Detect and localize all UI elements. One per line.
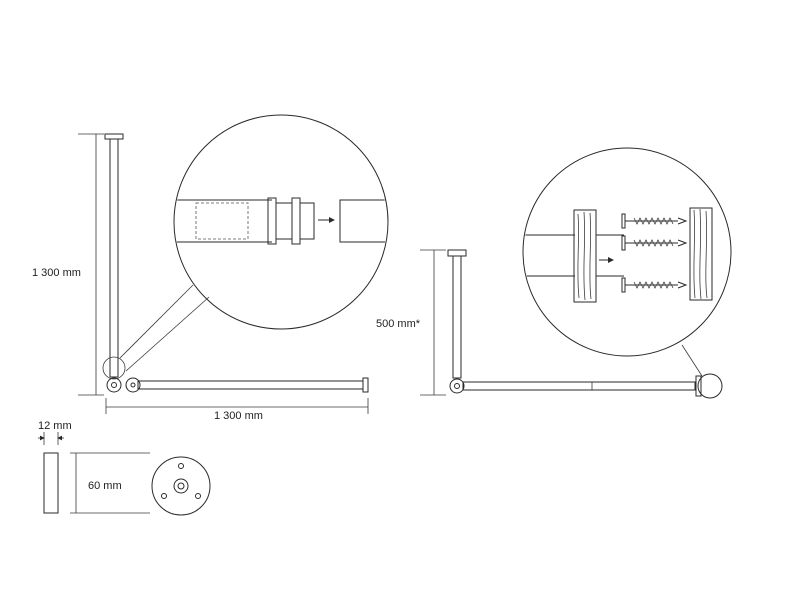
dashed-insert — [195, 202, 249, 240]
dimension-side — [420, 249, 446, 396]
corner-flange — [106, 377, 122, 393]
horizontal-rod — [137, 380, 364, 390]
side-corner-flange — [449, 378, 465, 394]
flange-block — [573, 209, 597, 303]
thickness-label: 12 mm — [38, 420, 72, 432]
vertical-rod — [109, 138, 119, 378]
screw-icon-2 — [621, 235, 688, 251]
screw-icon — [621, 213, 688, 229]
corner-flange-2 — [125, 377, 141, 393]
rod-top-cap — [104, 133, 124, 140]
side-vertical-rod — [452, 255, 462, 379]
profile-bar — [43, 452, 59, 514]
detail-marker — [102, 356, 126, 380]
side-rail — [447, 249, 723, 399]
side-horizontal-rod — [462, 381, 696, 391]
wall-block — [689, 207, 713, 301]
flange-front-view — [151, 456, 211, 516]
detail-circle-right — [522, 147, 732, 357]
connector-detail — [173, 114, 389, 330]
dimension-vertical-label: 1 300 mm — [32, 267, 81, 279]
mounting-detail — [522, 147, 732, 357]
dimension-horizontal-label: 1 300 mm — [214, 410, 263, 422]
dimension-side-label: 500 mm* — [376, 318, 421, 330]
l-shaped-rail — [102, 133, 369, 393]
side-rod-cap — [447, 249, 467, 257]
rod-end-cap — [362, 377, 369, 393]
dimension-vertical — [78, 133, 104, 396]
profile-view — [38, 432, 64, 514]
tube-segment — [339, 199, 387, 243]
wall-flange — [697, 373, 723, 399]
dimension-horizontal — [105, 398, 369, 414]
detail-circle — [173, 114, 389, 330]
screw-icon-3 — [621, 277, 688, 293]
flange-diameter-dim — [70, 452, 150, 514]
flange-diameter-label: 60 mm — [88, 480, 122, 492]
